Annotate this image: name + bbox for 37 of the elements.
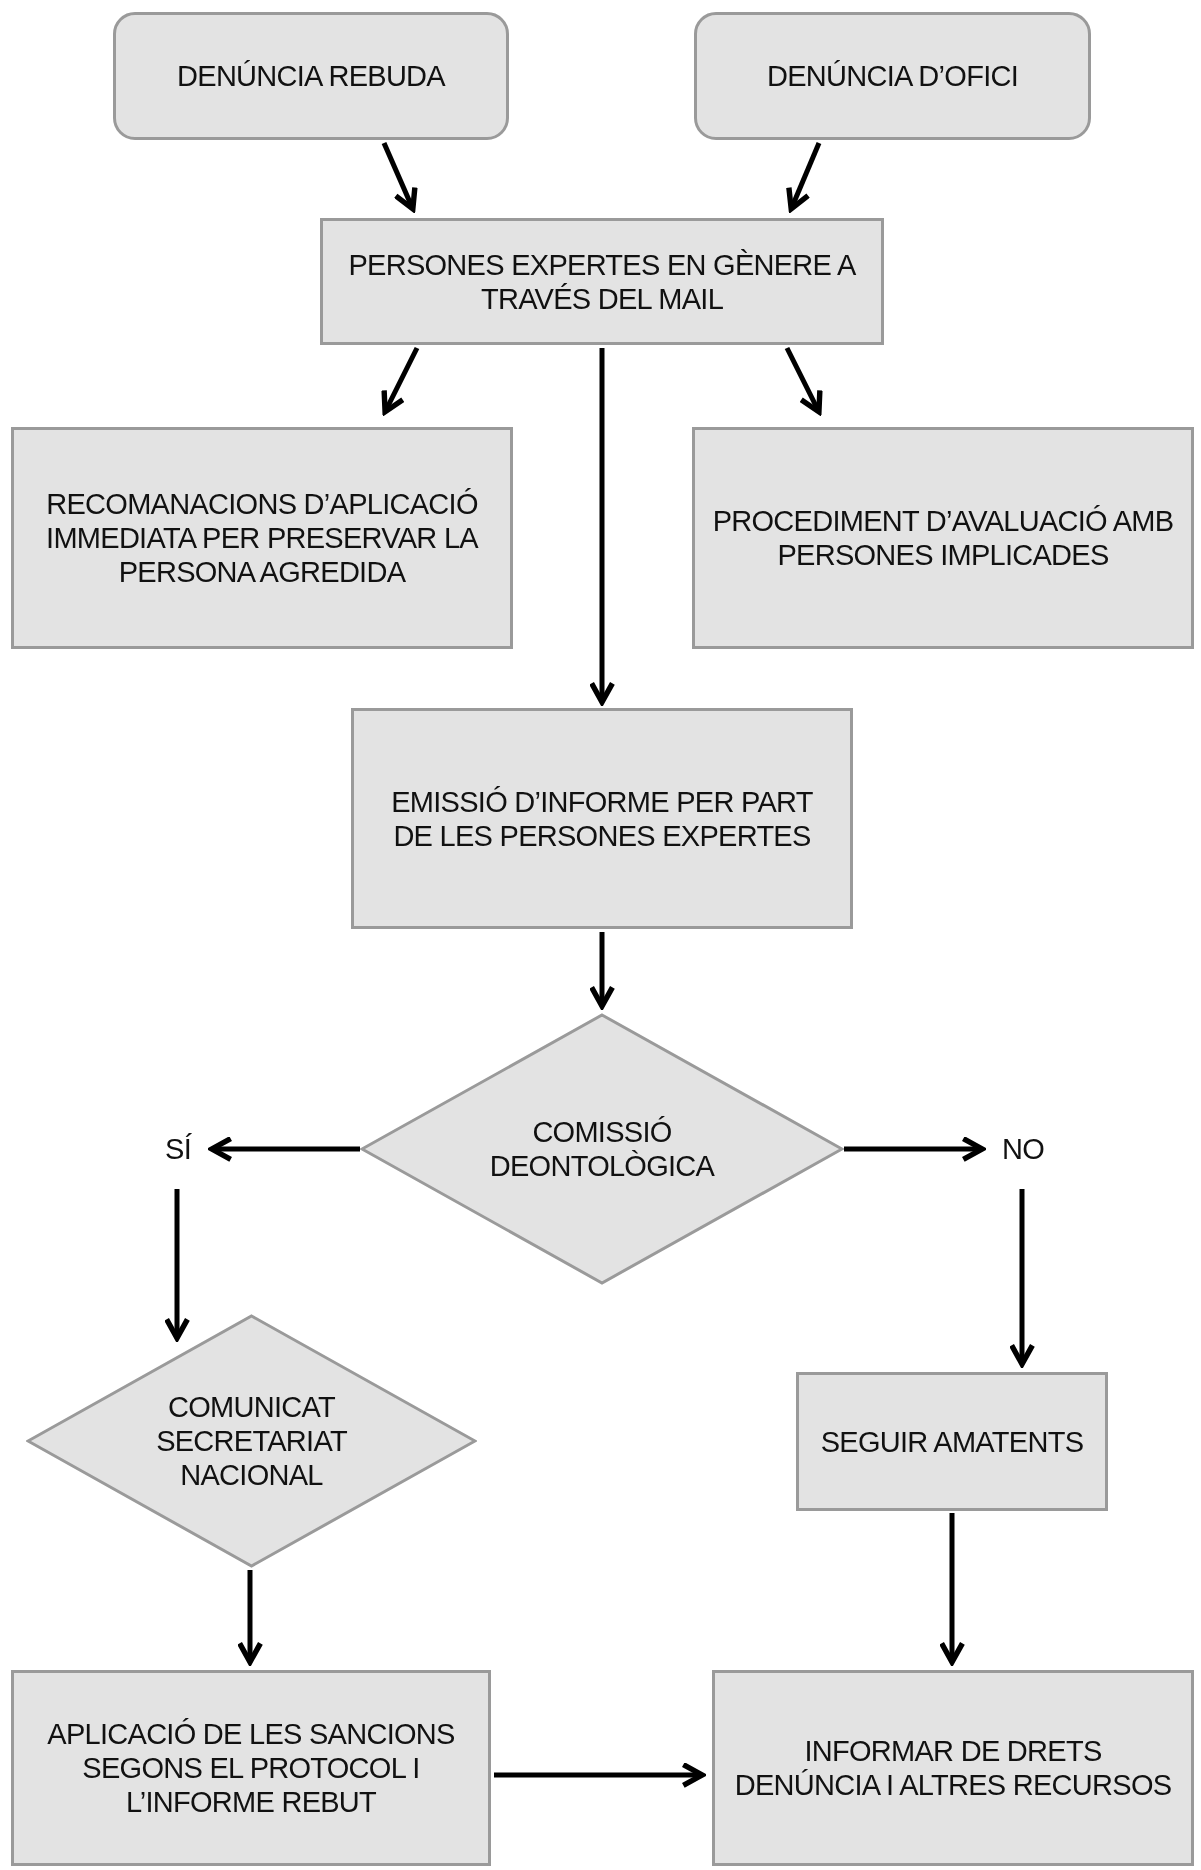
arrow bbox=[588, 932, 616, 1009]
node-label: DENÚNCIA REBUDA bbox=[177, 59, 445, 93]
start-box bbox=[113, 12, 509, 140]
arrow bbox=[1008, 1189, 1036, 1367]
process-box bbox=[796, 1372, 1108, 1511]
decision-diamond bbox=[26, 1314, 477, 1568]
node-label: SEGUIR AMATENTS bbox=[820, 1424, 1084, 1459]
process-box bbox=[11, 427, 513, 649]
arrow bbox=[938, 1513, 966, 1665]
arrow bbox=[844, 1135, 985, 1163]
process-box bbox=[320, 218, 884, 345]
arrow bbox=[163, 1189, 191, 1341]
arrow bbox=[588, 348, 616, 705]
process-box bbox=[351, 708, 853, 929]
node-label: COMUNICAT SECRETARIAT NACIONAL bbox=[155, 1390, 348, 1492]
node-label: EMISSIÓ D’INFORME PER PART DE LES PERSONES EXPERTES bbox=[390, 784, 814, 853]
process-box bbox=[692, 427, 1194, 649]
node-label: COMISSIÓ DEONTOLÒGICA bbox=[488, 1115, 716, 1183]
node-label: PERSONES EXPERTES EN GÈNERE A TRAVÉS DEL MAIL bbox=[347, 247, 857, 316]
process-box bbox=[11, 1670, 491, 1866]
arrow bbox=[494, 1761, 705, 1789]
node-label: PROCEDIMENT D’AVALUACIÓ AMB PERSONES IMPLICADES bbox=[711, 504, 1175, 572]
node-label: RECOMANACIONS D’APLICACIÓ IMMEDIATA PER PRESERVAR LA PERSONA AGREDIDA bbox=[45, 487, 480, 589]
arrow bbox=[236, 1570, 264, 1665]
start-box bbox=[694, 12, 1091, 140]
branch-label: NO bbox=[1001, 1132, 1045, 1166]
node-label: APLICACIÓ DE LES SANCIONS SEGONS EL PROTOCOL I L’INFORME REBUT bbox=[46, 1717, 456, 1819]
process-box bbox=[712, 1670, 1194, 1866]
branch-label: SÍ bbox=[165, 1132, 191, 1166]
arrow bbox=[381, 346, 420, 415]
node-label: INFORMAR DE DRETS DENÚNCIA I ALTRES RECURSOS bbox=[733, 1734, 1173, 1802]
arrow bbox=[786, 142, 822, 212]
arrow bbox=[209, 1135, 360, 1163]
decision-diamond bbox=[360, 1013, 844, 1285]
arrow bbox=[381, 142, 418, 212]
arrow bbox=[784, 346, 823, 415]
node-label: DENÚNCIA D’OFICI bbox=[767, 59, 1018, 93]
